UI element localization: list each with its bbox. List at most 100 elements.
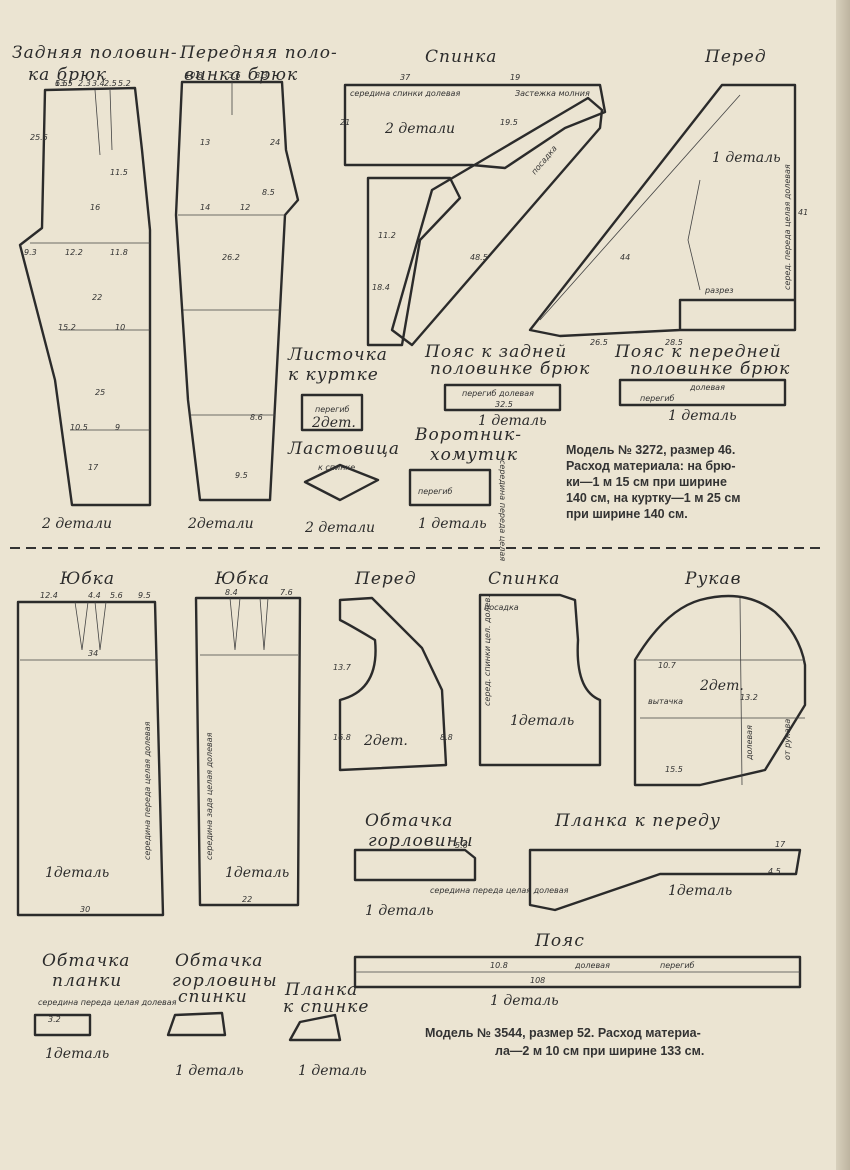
measurement-value: 13 bbox=[200, 138, 210, 147]
gusset-title: Ластовица bbox=[287, 439, 400, 459]
measurement-value: 4.5 bbox=[768, 867, 781, 876]
front-waistband-title: Пояс к передней bbox=[614, 342, 782, 362]
measurement-value: 8.3 bbox=[255, 71, 268, 80]
measurement-value: 9.5 bbox=[235, 471, 248, 480]
jacket-front-piece bbox=[528, 83, 797, 338]
skirt-back-center: середина зада целая долевая bbox=[205, 732, 214, 860]
front-trousers-count: 2детали bbox=[187, 516, 254, 532]
measurement-value: 16.8 bbox=[333, 733, 351, 742]
belt-length: 108 bbox=[530, 976, 545, 985]
sleeve-lines bbox=[637, 597, 805, 786]
placket-facing-count: 1деталь bbox=[45, 1046, 109, 1062]
measurement-value: 9 bbox=[115, 423, 120, 432]
placket-facing-title: Обтачка bbox=[42, 951, 130, 971]
neck-facing-piece bbox=[353, 848, 477, 882]
placket-facing-title-2: планки bbox=[52, 971, 122, 991]
model-text-line: при ширине 140 см. bbox=[566, 507, 688, 521]
front-waistband-fold: перегиб bbox=[640, 394, 675, 403]
measurement-value: 19 bbox=[510, 73, 520, 82]
model-3272-description: Модель № 3272, размер 46. Расход материа… bbox=[566, 443, 741, 521]
measurement-value: 13.7 bbox=[333, 663, 352, 672]
bodice-back-center: серед. спинки цел. долев. bbox=[483, 595, 492, 706]
measurement-value: 5.2 bbox=[118, 79, 131, 88]
measurement-value: 2.5 bbox=[104, 79, 117, 88]
sleeve-label: от рукава bbox=[783, 719, 792, 760]
model-text-line: ки—1 м 15 см при ширине bbox=[566, 475, 727, 489]
jacket-side-piece bbox=[366, 176, 462, 347]
pocket-flap-title-2: к куртке bbox=[288, 365, 379, 385]
measurement-value: 26.5 bbox=[590, 338, 608, 347]
measurement-value: 3.6 bbox=[228, 71, 241, 80]
sleeve-piece bbox=[633, 594, 807, 787]
measurement-value: 25 bbox=[95, 388, 105, 397]
front-center-label: серед. переда целая долевая bbox=[783, 164, 792, 290]
back-waistband-length: 32.5 bbox=[495, 400, 513, 409]
front-placket-piece bbox=[528, 848, 802, 912]
collar-piece bbox=[408, 468, 492, 507]
measurement-value: 6.5 bbox=[55, 79, 68, 88]
bodice-back-count: 1деталь bbox=[510, 713, 574, 729]
measurement-value: 16 bbox=[90, 203, 100, 212]
back-waistband-fold: перегиб долевая bbox=[462, 389, 534, 398]
skirt-front-width: 34 bbox=[88, 649, 98, 658]
skirt-front-lines bbox=[20, 601, 158, 661]
sleeve-dart: вытачка bbox=[648, 697, 683, 706]
collar-title-2: хомутик bbox=[430, 445, 518, 465]
page-edge bbox=[836, 0, 850, 1170]
measurement-value: 5.6 bbox=[455, 841, 468, 850]
measurement-value: 8.4 bbox=[225, 588, 238, 597]
back-trousers-lines bbox=[30, 89, 150, 431]
placket-facing-piece bbox=[33, 1013, 92, 1037]
measurement-value: 8.6 bbox=[250, 413, 263, 422]
measurement-value: 5.6 bbox=[110, 591, 123, 600]
measurement-value: 8.8 bbox=[440, 733, 453, 742]
sleeve-grain: долевая bbox=[745, 725, 754, 761]
belt-width: 10.8 bbox=[490, 961, 508, 970]
skirt-front-piece bbox=[16, 600, 165, 917]
model-text-line: ла—2 м 10 см при ширине 133 см. bbox=[495, 1044, 704, 1058]
front-waistband-grain: долевая bbox=[689, 383, 725, 392]
back-trousers-count: 2 детали bbox=[41, 516, 112, 532]
measurement-value: 11.8 bbox=[110, 248, 128, 257]
back-trousers-title-2: ка брюк bbox=[28, 65, 107, 85]
gusset-count: 2 детали bbox=[304, 520, 375, 536]
measurement-value: 13.5 bbox=[55, 79, 73, 88]
measurement-value: 22 bbox=[92, 293, 102, 302]
belt-count: 1 деталь bbox=[490, 993, 559, 1009]
back-waistband-title-2: половинке брюк bbox=[430, 359, 590, 379]
neck-facing-count: 1 деталь bbox=[365, 903, 434, 919]
back-neck-facing-title-2: горловины bbox=[172, 971, 278, 991]
skirt-front-center: середина переда целая долевая bbox=[143, 721, 152, 860]
front-placket-count: 1деталь bbox=[668, 883, 732, 899]
pocket-flap-piece bbox=[300, 393, 364, 432]
jacket-back-piece bbox=[343, 83, 607, 170]
jacket-back-count: 2 детали bbox=[384, 121, 455, 137]
measurement-value: 4.4 bbox=[88, 591, 101, 600]
back-waistband-piece bbox=[443, 383, 562, 412]
measurement-value: 11.2 bbox=[378, 231, 396, 240]
front-placket-title: Планка к переду bbox=[554, 811, 721, 831]
model-3544-description: Модель № 3544, размер 52. Расход материа… bbox=[425, 1026, 704, 1058]
measurement-value: 48.5 bbox=[470, 253, 488, 262]
skirt-front-count: 1деталь bbox=[45, 865, 109, 881]
skirt-front-title: Юбка bbox=[59, 569, 115, 589]
back-trousers-title: Задняя половин- bbox=[12, 43, 178, 63]
back-placket-piece bbox=[288, 1013, 342, 1042]
model-text-line: Модель № 3272, размер 46. bbox=[566, 443, 735, 457]
measurement-value: 12.4 bbox=[40, 591, 58, 600]
belt-grain: долевая bbox=[574, 961, 610, 970]
back-placket-count: 1 деталь bbox=[298, 1063, 367, 1079]
measurement-value: 7.6 bbox=[280, 588, 293, 597]
back-trousers-piece bbox=[18, 86, 152, 507]
skirt-back-hem: 22 bbox=[242, 895, 252, 904]
back-neck-facing-count: 1 деталь bbox=[175, 1063, 244, 1079]
measurement-value: 10 bbox=[115, 323, 125, 332]
belt-fold: перегиб bbox=[660, 961, 695, 970]
measurement-value: 15.2 bbox=[58, 323, 76, 332]
jacket-front-title: Перед bbox=[704, 47, 767, 67]
collar-fold: перегиб bbox=[418, 487, 453, 496]
measurement-value: 17 bbox=[88, 463, 99, 472]
neck-facing-title-2: горловины bbox=[368, 831, 474, 851]
measurement-value: 12 bbox=[240, 203, 250, 212]
